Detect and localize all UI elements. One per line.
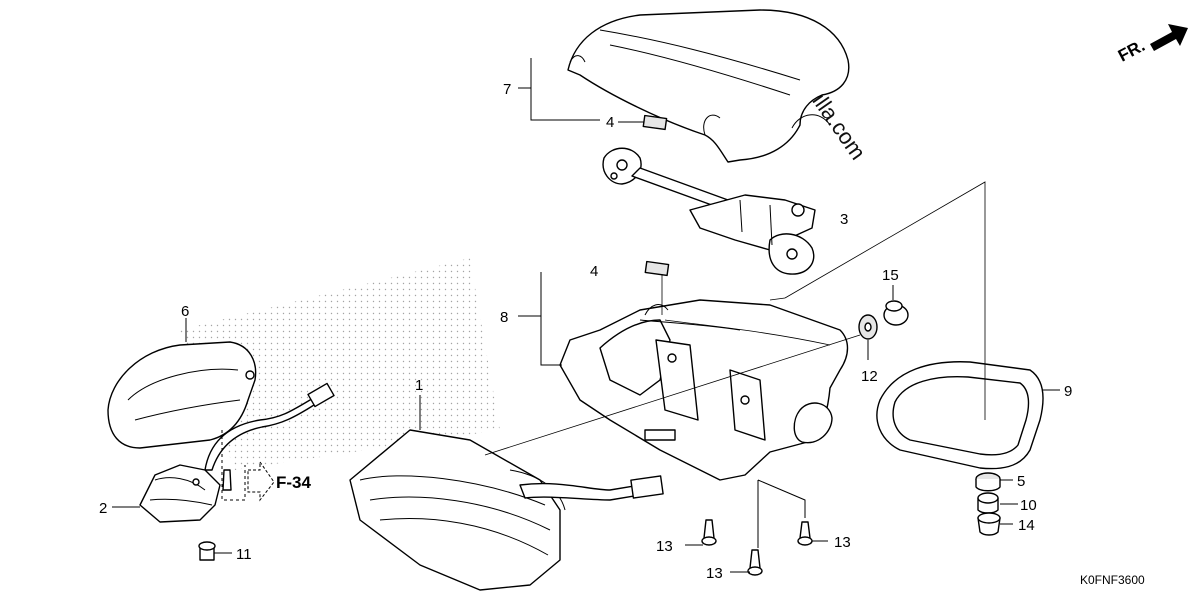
callout-15: 15 <box>882 267 899 284</box>
callout-13-a: 13 <box>656 538 673 555</box>
callout-9: 9 <box>1064 383 1072 400</box>
license-light-screw <box>222 469 232 491</box>
part-6-lens-cover[interactable] <box>107 341 257 449</box>
callout-4-lower: 4 <box>590 263 598 280</box>
callout-2: 2 <box>99 500 107 517</box>
part-5-rubber-cushion[interactable] <box>975 472 1001 492</box>
part-7-rear-cover[interactable] <box>567 9 850 163</box>
reference-arrow-icon <box>247 460 275 502</box>
callout-12: 12 <box>861 368 878 385</box>
part-8-lower-housing[interactable] <box>559 299 849 481</box>
part-10-collar[interactable] <box>977 492 999 514</box>
reference-label: F-34 <box>276 473 312 492</box>
connector-6 <box>307 382 335 408</box>
front-arrow-icon <box>1150 24 1188 51</box>
part-12-washer[interactable] <box>858 314 878 340</box>
callout-13-b: 13 <box>706 565 723 582</box>
part-13-screw-a[interactable] <box>701 519 717 546</box>
part-11-screw[interactable] <box>198 541 216 561</box>
leader-lines <box>112 58 1060 573</box>
callout-3: 3 <box>840 211 848 228</box>
part-13-screw-c[interactable] <box>797 521 813 546</box>
part-3-bracket[interactable] <box>602 147 816 275</box>
part-13-screw-b[interactable] <box>747 549 763 576</box>
callout-7: 7 <box>503 81 511 98</box>
callout-11: 11 <box>236 546 252 563</box>
front-direction-indicator: FR. <box>1115 24 1188 66</box>
part-4-pad-upper[interactable] <box>642 114 668 131</box>
callout-10: 10 <box>1020 497 1037 514</box>
part-4-pad-lower[interactable] <box>644 260 670 277</box>
callout-13-c: 13 <box>834 534 851 551</box>
part-15-grommet[interactable] <box>883 300 909 326</box>
callout-6: 6 <box>181 303 189 320</box>
part-14-nut[interactable] <box>977 512 1001 536</box>
callout-4-upper: 4 <box>606 114 614 131</box>
part-1-tail-lamp[interactable] <box>349 429 664 591</box>
part-9-gasket[interactable] <box>876 361 1044 470</box>
part-2-license-light[interactable] <box>139 464 221 523</box>
callout-8: 8 <box>500 309 508 326</box>
diagram-code: K0FNF3600 <box>1080 573 1145 587</box>
callout-1: 1 <box>415 377 423 394</box>
reference-f34: F-34 <box>247 460 312 502</box>
callout-5: 5 <box>1017 473 1025 490</box>
front-label: FR. <box>1115 36 1148 66</box>
callout-14: 14 <box>1018 517 1035 534</box>
